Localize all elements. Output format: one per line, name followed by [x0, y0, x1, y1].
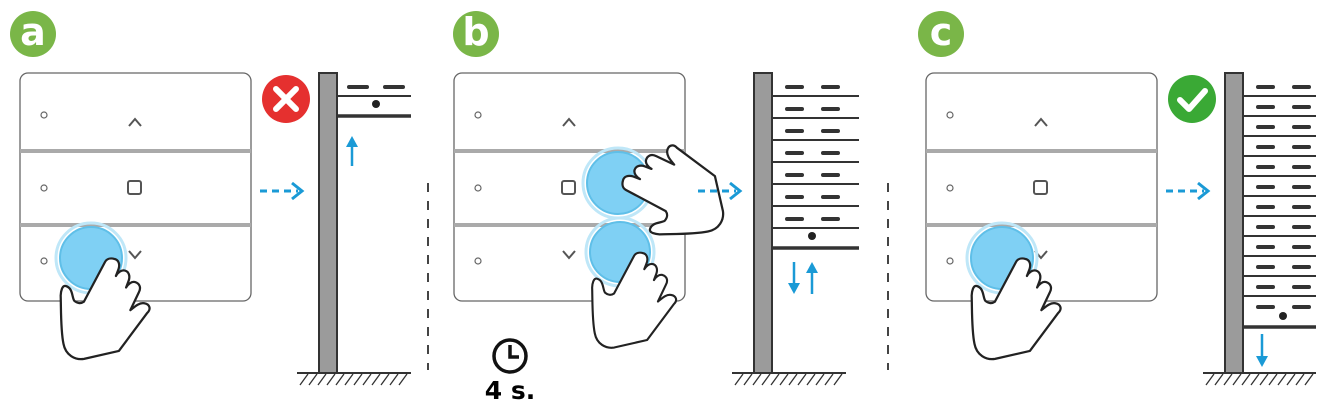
shutter-slat-icon [1256, 85, 1311, 309]
stop-square-icon [127, 180, 142, 195]
timer-label: 4 s. [484, 376, 536, 405]
chevron-down-icon [562, 250, 576, 260]
arrow-down-icon [788, 262, 800, 294]
check-icon [1168, 75, 1216, 123]
finger-press-icon [581, 130, 744, 261]
led-dot-icon [474, 257, 482, 265]
led-dot-icon [40, 184, 48, 192]
shutter-c [1203, 72, 1316, 386]
led-dot-icon [40, 257, 48, 265]
led-dot-icon [946, 111, 954, 119]
chevron-down-icon [128, 250, 142, 260]
shutter-b [732, 72, 859, 386]
cross-icon [262, 75, 310, 123]
dashed-arrow-right-icon [698, 181, 743, 201]
keypad-a [19, 72, 252, 302]
shutter-a [297, 72, 411, 386]
stop-square-icon [1033, 180, 1048, 195]
led-dot-icon [474, 184, 482, 192]
keypad-c [925, 72, 1158, 302]
ground-hatch-icon [299, 373, 408, 386]
led-dot-icon [946, 257, 954, 265]
chevron-up-icon [1034, 117, 1048, 127]
step-badge-b: b [453, 11, 499, 57]
finger-press-icon [34, 221, 165, 380]
dashed-arrow-right-icon [260, 181, 305, 201]
ground-hatch-icon [1205, 373, 1314, 386]
chevron-up-icon [562, 117, 576, 127]
chevron-up-icon [128, 117, 142, 127]
led-dot-icon [40, 111, 48, 119]
clock-icon [492, 338, 528, 374]
shutter-slat-icon [785, 85, 840, 221]
finger-press-icon [945, 221, 1076, 380]
finger-press-icon [567, 216, 690, 368]
ground-hatch-icon [734, 373, 843, 386]
stop-square-icon [561, 180, 576, 195]
arrow-up-icon [806, 262, 818, 294]
arrow-down-icon [1256, 334, 1268, 367]
dashed-arrow-right-icon [1166, 181, 1211, 201]
step-badge-c: c [918, 11, 964, 57]
led-dot-icon [946, 184, 954, 192]
arrow-up-icon [346, 136, 358, 166]
step-badge-a: a [10, 11, 56, 57]
led-dot-icon [474, 111, 482, 119]
